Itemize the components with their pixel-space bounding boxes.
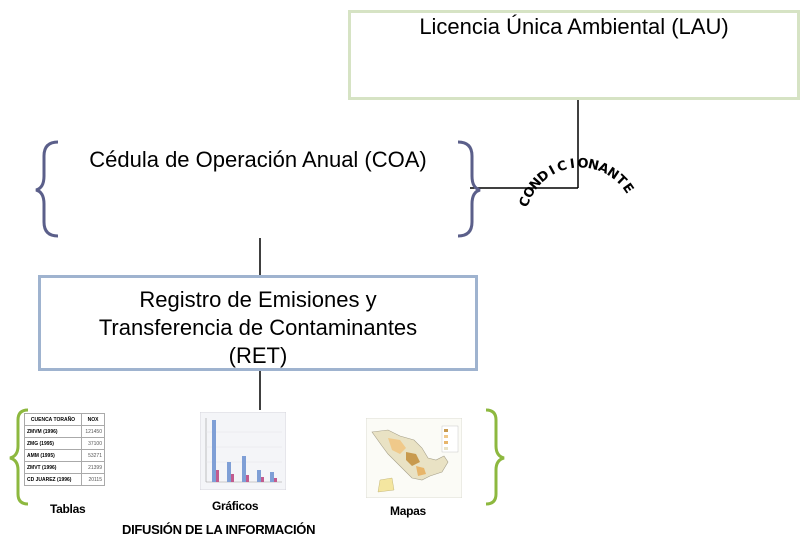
outputs-left-brace xyxy=(9,408,29,506)
tablas-label: Tablas xyxy=(50,502,86,516)
condicionante-letter: I xyxy=(569,157,576,173)
condicionante-letter: I xyxy=(547,163,558,179)
graficos-thumbnail xyxy=(200,412,286,490)
table-cell: 20115 xyxy=(81,473,105,486)
table-row: ZMG (1995)37100 xyxy=(24,437,105,450)
difusion-label: DIFUSIÓN DE LA INFORMACIÓN xyxy=(122,522,316,537)
ret-title-line-3: (RET) xyxy=(228,343,288,368)
mini-table-header-cell: NOX xyxy=(81,413,105,426)
condicionante-letter: O xyxy=(577,156,589,172)
mapas-label: Mapas xyxy=(390,504,426,518)
ret-box xyxy=(38,275,478,371)
graficos-label: Gráficos xyxy=(212,499,259,513)
table-cell: AMM (1995) xyxy=(24,449,82,462)
mini-table-header: CUENCA TORAÑO NOX xyxy=(24,413,105,426)
table-row: ZMVM (1996)121450 xyxy=(24,425,105,438)
table-cell: 21399 xyxy=(81,461,105,474)
table-cell: ZMG (1995) xyxy=(24,437,82,450)
ret-title-line-2: Transferencia de Contaminantes xyxy=(98,315,418,340)
tablas-thumbnail: CUENCA TORAÑO NOX ZMVM (1996)121450 ZMG … xyxy=(24,413,105,486)
table-cell: CD JUAREZ (1996) xyxy=(24,473,82,486)
condicionante-letter: C xyxy=(555,158,569,175)
mini-table: CUENCA TORAÑO NOX ZMVM (1996)121450 ZMG … xyxy=(24,413,105,486)
outputs-right-brace xyxy=(485,408,505,506)
table-cell: 121450 xyxy=(81,425,105,438)
table-row: AMM (1995)53271 xyxy=(24,449,105,462)
condicionante-letter: N xyxy=(586,157,600,174)
ret-title: Registro de Emisiones y Transferencia de… xyxy=(38,286,478,370)
table-cell: 37100 xyxy=(81,437,105,450)
ret-title-line-1: Registro de Emisiones y xyxy=(139,287,377,312)
table-row: CD JUAREZ (1996)20115 xyxy=(24,473,105,486)
table-cell: ZMVM (1996) xyxy=(24,425,82,438)
table-cell: ZMVT (1996) xyxy=(24,461,82,474)
coa-title: Cédula de Operación Anual (COA) xyxy=(89,147,427,172)
mapas-thumbnail xyxy=(366,418,462,498)
lau-title: Licencia Única Ambiental (LAU) xyxy=(419,14,729,39)
lau-box xyxy=(348,10,800,100)
coa-right-brace xyxy=(457,140,481,238)
table-cell: 53271 xyxy=(81,449,105,462)
mini-table-header-cell: CUENCA TORAÑO xyxy=(24,413,82,426)
coa-left-brace xyxy=(35,140,59,238)
table-row: ZMVT (1996)21399 xyxy=(24,461,105,474)
